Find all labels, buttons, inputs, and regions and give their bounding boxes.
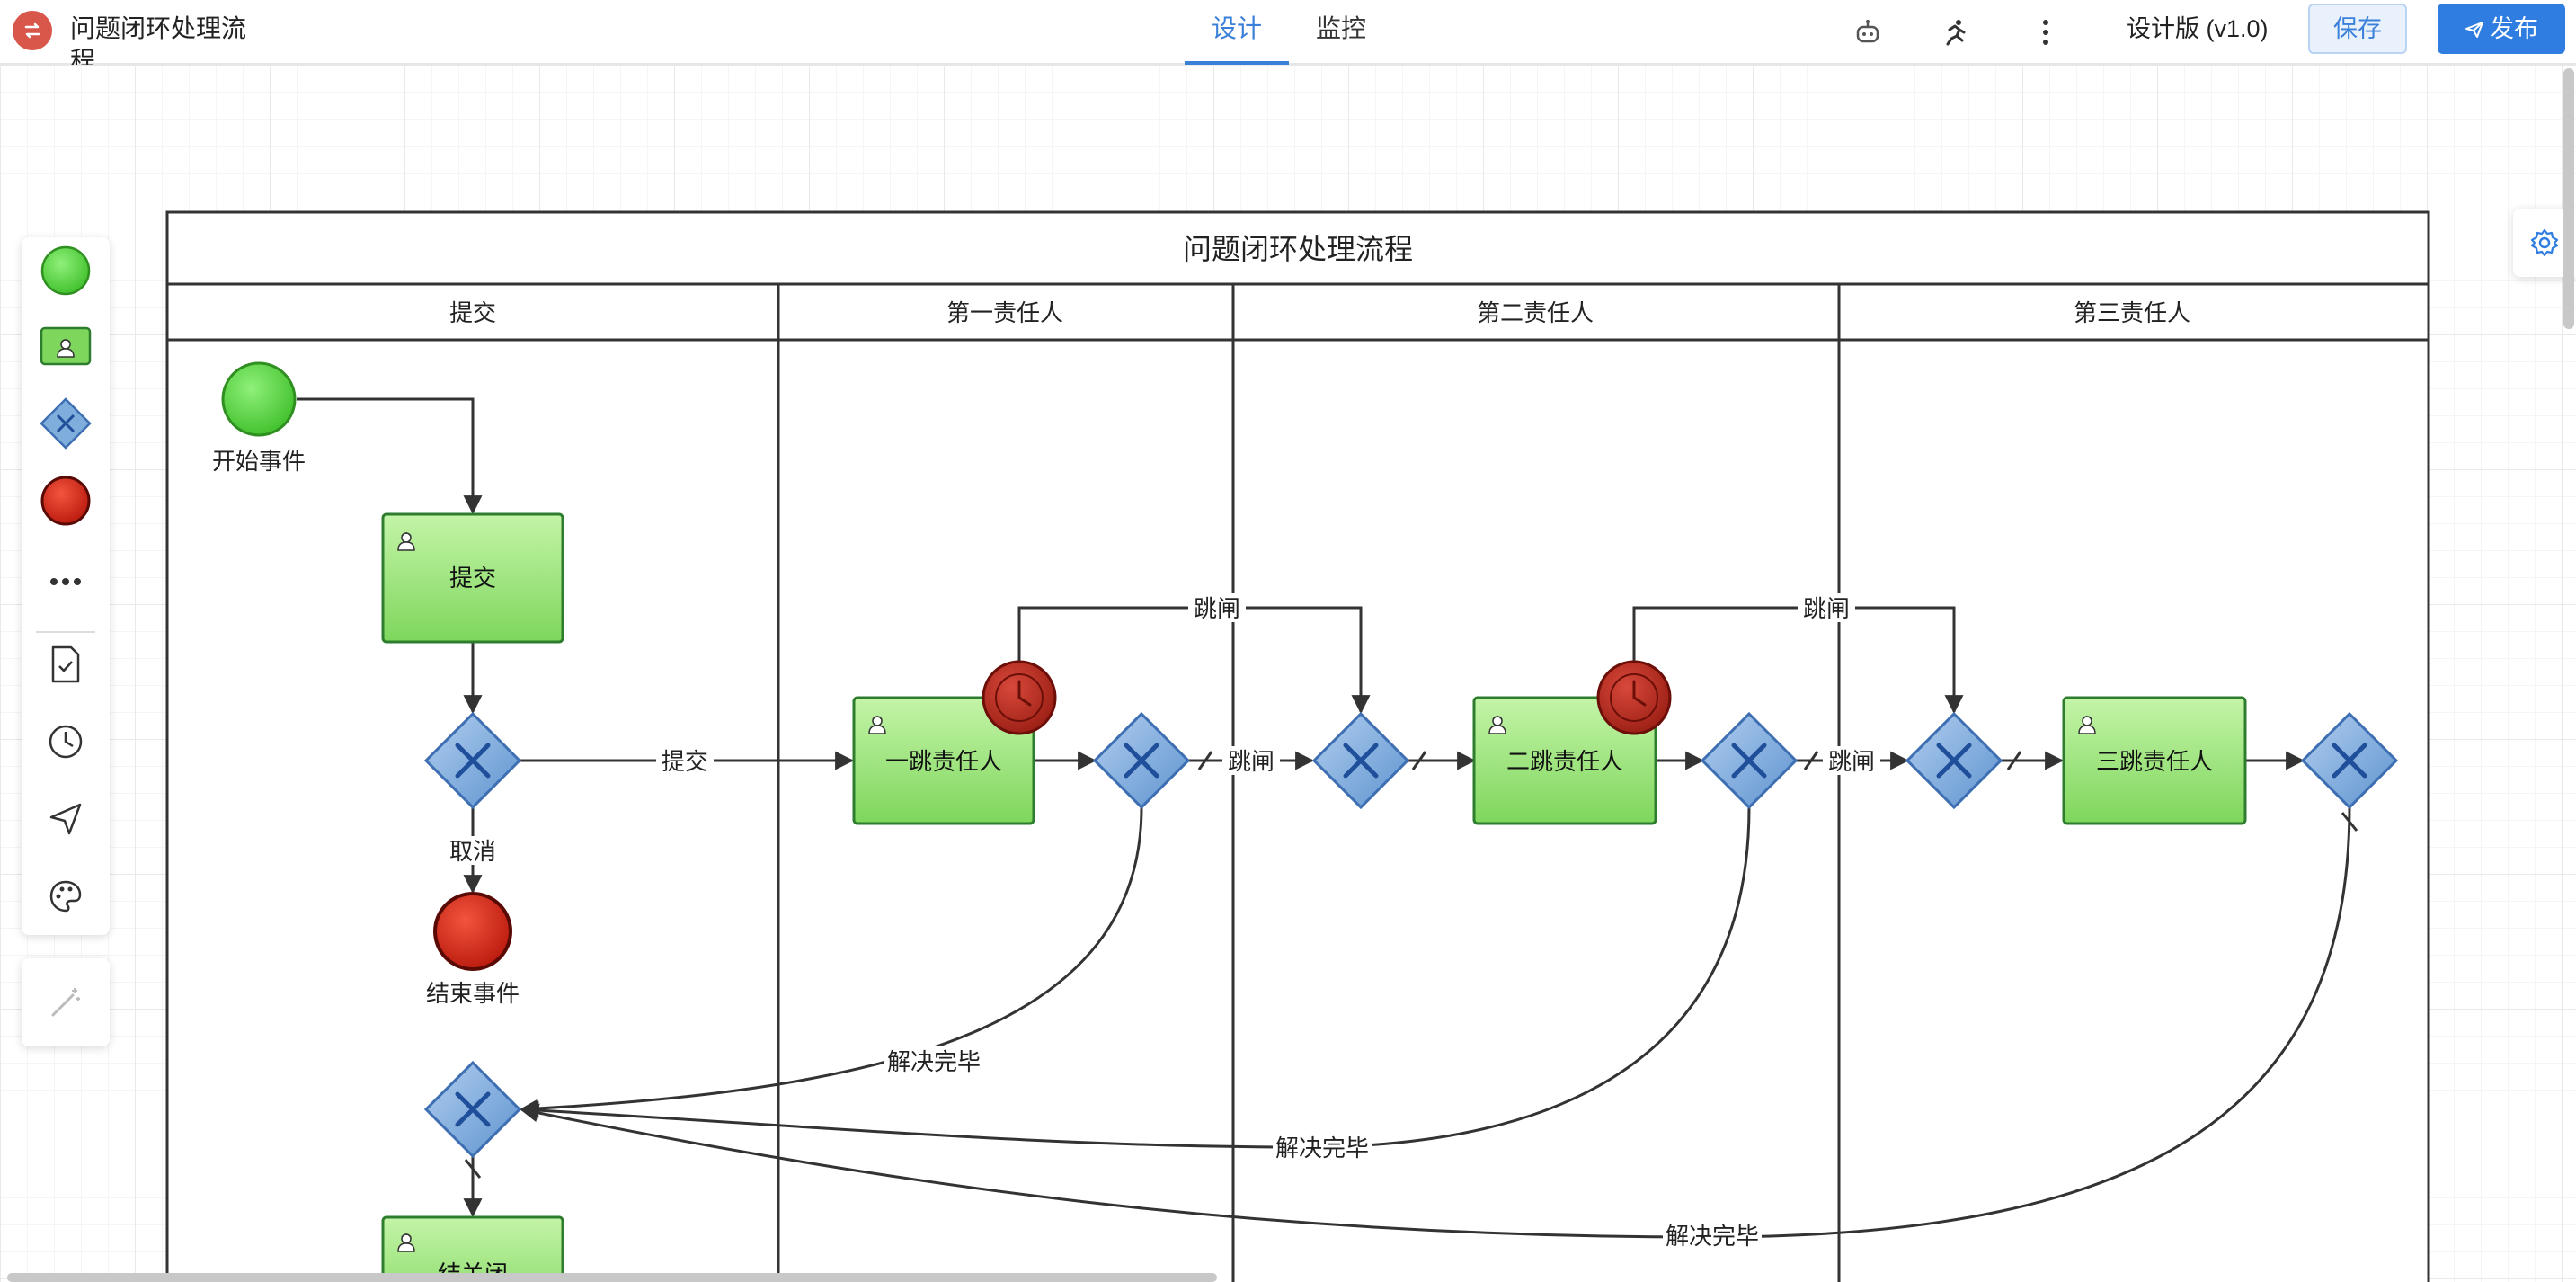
flow-timer-jump-2[interactable]: [1632, 606, 1964, 715]
gateway-icon[interactable]: [22, 392, 110, 455]
process-loop-icon[interactable]: [13, 11, 52, 50]
tab-monitor[interactable]: 监控: [1315, 14, 1366, 42]
start-event[interactable]: [221, 361, 297, 437]
exclusive-gateway[interactable]: [1700, 711, 1799, 810]
clock-icon: [1017, 680, 1032, 707]
user-task-icon[interactable]: [22, 316, 110, 379]
palette-icon[interactable]: [22, 865, 110, 928]
timer-boundary-event[interactable]: [1596, 660, 1672, 735]
pool-title[interactable]: 问题闭环处理流程: [1183, 233, 1413, 265]
magic-wand-icon[interactable]: [22, 971, 110, 1034]
lane-label[interactable]: 提交: [449, 299, 496, 326]
flow-label-jump[interactable]: 跳闸: [1194, 595, 1240, 622]
flow-label-cancel[interactable]: 取消: [449, 838, 496, 865]
more-icon[interactable]: [22, 550, 110, 613]
robot-icon[interactable]: [1848, 13, 1888, 52]
clock-icon: [1632, 680, 1647, 707]
lane-label[interactable]: 第一责任人: [946, 299, 1063, 326]
exclusive-gateway[interactable]: [1092, 711, 1191, 810]
task-first-responsible[interactable]: 一跳责任人: [852, 696, 1035, 825]
start-event-label: 开始事件: [212, 448, 306, 475]
task-second-responsible[interactable]: 二跳责任人: [1472, 696, 1657, 825]
flow-label-jump[interactable]: 跳闸: [1828, 748, 1875, 775]
end-event-icon[interactable]: [22, 469, 110, 532]
lane-label[interactable]: 第二责任人: [1477, 299, 1594, 326]
flow-label-submit[interactable]: 提交: [662, 748, 708, 775]
flow-label-resolved[interactable]: 解决完毕: [1275, 1135, 1369, 1162]
running-man-icon[interactable]: [1936, 13, 1976, 52]
flow-label-resolved[interactable]: 解决完毕: [887, 1048, 981, 1075]
merge-gateway[interactable]: [423, 1060, 522, 1159]
send-icon: [2465, 22, 2483, 38]
element-palette: [22, 237, 110, 935]
exclusive-gateway[interactable]: [1905, 711, 2003, 810]
horizontal-scrollbar[interactable]: [7, 1273, 1217, 1282]
vertical-scrollbar[interactable]: [2563, 68, 2574, 329]
publish-label: 发布: [2490, 15, 2538, 42]
send-icon[interactable]: [22, 788, 110, 850]
task-label: 二跳责任人: [1506, 748, 1623, 775]
bpmn-diagram: 问题闭环处理流程 提交 第一责任人 第二责任人 第三责任人: [165, 210, 2430, 1282]
document-check-icon[interactable]: [22, 633, 110, 696]
exclusive-gateway[interactable]: [423, 711, 522, 810]
exclusive-gateway[interactable]: [2300, 711, 2399, 810]
end-event-label: 结束事件: [426, 980, 520, 1007]
version-label: 设计版 (v1.0): [2127, 15, 2269, 42]
clock-icon[interactable]: [22, 710, 110, 773]
timer-boundary-event[interactable]: [982, 660, 1057, 735]
diagram-canvas[interactable]: 问题闭环处理流程 提交 第一责任人 第二责任人 第三责任人: [0, 65, 2576, 1282]
pool[interactable]: [165, 210, 2430, 1282]
flow-resolved-1[interactable]: [519, 806, 1143, 1118]
start-event-icon[interactable]: [22, 239, 110, 302]
lane-label[interactable]: 第三责任人: [2074, 299, 2190, 326]
tab-design[interactable]: 设计: [1185, 0, 1289, 65]
top-bar: 问题闭环处理流程 设计 监控 设计版 (v1.0) 保存 发布: [0, 0, 2576, 86]
task-submit[interactable]: 提交: [381, 512, 564, 644]
flow-start-submit[interactable]: [297, 397, 483, 515]
save-button[interactable]: 保存: [2308, 4, 2407, 54]
flow-label-resolved[interactable]: 解决完毕: [1666, 1223, 1759, 1250]
more-vertical-icon[interactable]: [2026, 13, 2065, 52]
task-third-responsible[interactable]: 三跳责任人: [2062, 696, 2247, 825]
task-label: 提交: [449, 565, 496, 592]
task-label: 一跳责任人: [885, 748, 1002, 775]
flow-label-jump[interactable]: 跳闸: [1803, 595, 1850, 622]
task-label: 三跳责任人: [2096, 748, 2213, 775]
exclusive-gateway[interactable]: [1311, 711, 1410, 810]
end-event[interactable]: [433, 892, 512, 971]
auto-layout-panel: [22, 958, 110, 1046]
publish-button[interactable]: 发布: [2438, 4, 2565, 54]
flow-label-jump[interactable]: 跳闸: [1228, 748, 1275, 775]
palette-divider: [36, 631, 95, 633]
